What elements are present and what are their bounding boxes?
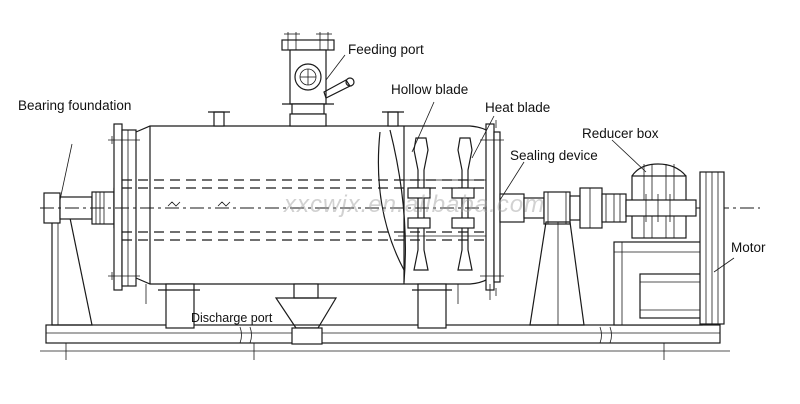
- label-hollow-blade: Hollow blade: [391, 82, 468, 97]
- feeding-port: [281, 32, 355, 127]
- support-legs: [145, 283, 491, 329]
- right-bearing-stand: [529, 221, 585, 326]
- label-discharge-port: Discharge port: [191, 311, 273, 325]
- label-bearing-foundation: Bearing foundation: [18, 98, 131, 113]
- sealing-device: [499, 187, 627, 229]
- discharge-port: [274, 283, 338, 345]
- drum-body: [40, 125, 760, 285]
- watermark: xxcwjx.en.alibaba.com: [283, 191, 545, 218]
- base-frame: [40, 324, 730, 360]
- label-reducer-box: Reducer box: [582, 126, 659, 141]
- bearing-foundation: [43, 180, 123, 326]
- label-sealing-device: Sealing device: [510, 148, 598, 163]
- hollow-blades: [398, 137, 490, 271]
- top-nozzles: [208, 111, 404, 127]
- leader-lines: [59, 54, 735, 273]
- label-feeding-port: Feeding port: [348, 42, 424, 57]
- motor: [639, 171, 725, 325]
- reducer-box: [625, 163, 697, 239]
- label-heat-blade: Heat blade: [485, 100, 550, 115]
- label-motor: Motor: [731, 240, 766, 255]
